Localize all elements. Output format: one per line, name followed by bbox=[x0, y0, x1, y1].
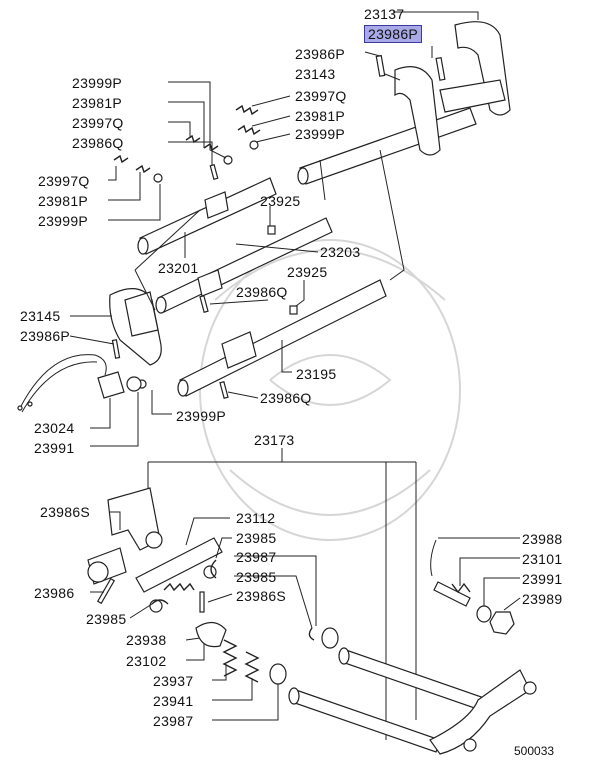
callout-23986s: 23986S bbox=[40, 504, 91, 520]
callout-23986q-2: 23986Q bbox=[236, 284, 288, 300]
callout-23981p-3: 23981P bbox=[38, 193, 89, 209]
bolt-23101-assembly bbox=[430, 539, 515, 635]
callout-23988: 23988 bbox=[522, 531, 563, 547]
callout-23986p-highlighted: 23986P bbox=[364, 25, 423, 43]
callout-23991-2: 23991 bbox=[522, 571, 563, 587]
callout-23102: 23102 bbox=[126, 653, 167, 669]
callout-23986p: 23986P bbox=[295, 46, 346, 62]
callout-23987-2: 23987 bbox=[153, 713, 194, 729]
shift-rod-23203 bbox=[155, 217, 333, 314]
callout-23024: 23024 bbox=[34, 420, 75, 436]
leader-lines-upper bbox=[69, 11, 479, 447]
callout-23195: 23195 bbox=[296, 366, 337, 382]
clips bbox=[151, 559, 315, 641]
lever-assembly bbox=[87, 487, 227, 648]
callout-23112: 23112 bbox=[236, 510, 276, 526]
callout-23999p: 23999P bbox=[72, 75, 123, 91]
callout-23938: 23938 bbox=[126, 632, 167, 648]
callout-23143: 23143 bbox=[295, 66, 336, 82]
watermark-emblem bbox=[199, 239, 461, 541]
callout-23201: 23201 bbox=[158, 260, 199, 276]
callout-23986p-2: 23986P bbox=[20, 328, 71, 344]
lower-shafts bbox=[288, 647, 537, 755]
callout-23925-2: 23925 bbox=[287, 264, 328, 280]
lower-springs-washers bbox=[222, 627, 339, 685]
switch-23024 bbox=[17, 354, 142, 413]
callout-23985-3: 23985 bbox=[86, 611, 127, 627]
callout-23997q-2: 23997Q bbox=[72, 115, 124, 131]
callout-23937: 23937 bbox=[153, 673, 194, 689]
callout-23145: 23145 bbox=[20, 308, 61, 324]
callout-23989: 23989 bbox=[522, 591, 563, 607]
callout-23999p-3: 23999P bbox=[38, 213, 89, 229]
callout-23137: 23137 bbox=[364, 6, 405, 22]
callout-23986q-3: 23986Q bbox=[260, 390, 312, 406]
callout-23986: 23986 bbox=[34, 585, 75, 601]
callout-23986q: 23986Q bbox=[72, 135, 124, 151]
callout-23985-2: 23985 bbox=[236, 569, 277, 585]
callout-23173: 23173 bbox=[254, 432, 295, 448]
callout-23987: 23987 bbox=[236, 549, 277, 565]
callout-23981p: 23981P bbox=[72, 95, 123, 111]
shift-fork-23145 bbox=[109, 288, 162, 366]
callout-23985: 23985 bbox=[236, 530, 277, 546]
fork-shaft-23143 bbox=[297, 21, 511, 185]
shift-rod-23195 bbox=[177, 279, 387, 399]
callout-23997q: 23997Q bbox=[295, 88, 347, 104]
diagram-code: 500033 bbox=[514, 744, 555, 758]
callout-23999p-4: 23999P bbox=[176, 408, 227, 424]
callout-23203: 23203 bbox=[320, 244, 361, 260]
callout-23101: 23101 bbox=[522, 551, 563, 567]
callout-23925: 23925 bbox=[260, 193, 301, 209]
callout-23986s-2: 23986S bbox=[236, 588, 287, 604]
callout-23981p-2: 23981P bbox=[295, 108, 346, 124]
callout-23997q-3: 23997Q bbox=[38, 173, 90, 189]
leader-lines-lower bbox=[90, 511, 521, 721]
callout-23991: 23991 bbox=[34, 440, 75, 456]
callout-23999p-2: 23999P bbox=[295, 126, 346, 142]
shift-rod-23201 bbox=[137, 177, 277, 255]
callout-23941: 23941 bbox=[153, 693, 194, 709]
